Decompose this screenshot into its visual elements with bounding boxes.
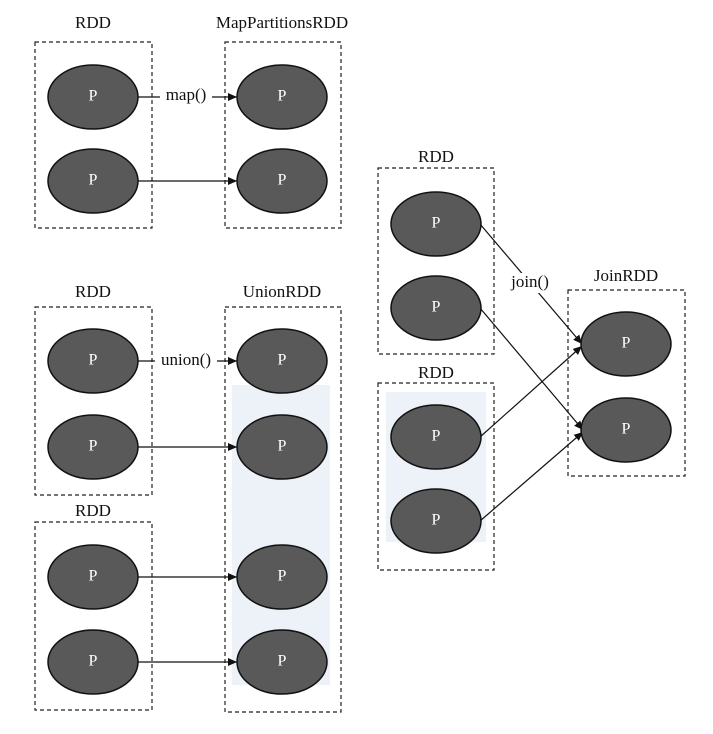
union-source2-partition-1-label: P (89, 568, 98, 585)
union-target-partition-4-label: P (278, 653, 287, 670)
map-source-partition-2 (47, 148, 139, 214)
map-source-partition-2-label: P (89, 172, 98, 189)
union-source1-title: RDD (75, 282, 111, 301)
union-target-partition-2-label: P (278, 438, 287, 455)
map-op-bg (160, 86, 212, 106)
join-operation-label: join() (510, 272, 549, 291)
join-source2-title: RDD (418, 363, 454, 382)
join-target-partition-1-label: P (622, 335, 631, 352)
join-source2-partition-2-label: P (432, 512, 441, 529)
map-source-title: RDD (75, 13, 111, 32)
map-target-partition-1 (236, 64, 328, 130)
union-source2-partition-1 (47, 544, 139, 610)
union-source1-partition-1-label: P (89, 352, 98, 369)
union-source2-partition-2 (47, 629, 139, 695)
map-target-title: MapPartitionsRDD (216, 13, 348, 32)
union-source2-rdd-box (34, 521, 153, 711)
map-target-partition-2-label: P (278, 172, 287, 189)
union-target-rdd-box (224, 306, 342, 713)
union-target-title: UnionRDD (243, 282, 321, 301)
join-edge-4 (479, 431, 584, 522)
union-source1-partition-1 (47, 328, 139, 394)
map-target-partition-2 (236, 148, 328, 214)
join-source1-partition-1-label: P (432, 215, 441, 232)
union-target-partition-1-label: P (278, 352, 287, 369)
map-source-rdd-box (34, 41, 153, 229)
join-source2-partition-1-label: P (432, 428, 441, 445)
map-target-rdd-box (224, 41, 342, 229)
join-target-partition-2 (580, 397, 672, 463)
union-source1-rdd-box (34, 306, 153, 496)
join-source1-partition-2-label: P (432, 299, 441, 316)
union-source2-partition-2-label: P (89, 653, 98, 670)
union-target-partition-3 (236, 544, 328, 610)
union-target-partition-1 (236, 328, 328, 394)
union-source1-partition-2-label: P (89, 438, 98, 455)
join-source1-title: RDD (418, 147, 454, 166)
join-source1-partition-2 (390, 275, 482, 341)
union-target-partition-3-label: P (278, 568, 287, 585)
map-source-partition-1 (47, 64, 139, 130)
join-edge-2 (479, 307, 584, 431)
join-op-bg (507, 273, 553, 293)
join-target-rdd-box (567, 289, 686, 477)
join-source1-rdd-box (377, 167, 495, 355)
join-source2-partition-1 (390, 404, 482, 470)
join-edge-3 (479, 345, 583, 438)
join-source2-partition-2 (390, 488, 482, 554)
map-operation-label: map() (166, 85, 207, 104)
map-source-partition-1-label: P (89, 88, 98, 105)
union-op-bg (155, 351, 217, 371)
union-target-partition-2 (236, 414, 328, 480)
join-target-title: JoinRDD (594, 266, 658, 285)
map-target-partition-1-label: P (278, 88, 287, 105)
join-source2-rdd-box (377, 382, 495, 571)
union-target-partition-4 (236, 629, 328, 695)
union-operation-label: union() (161, 350, 211, 369)
join-target-partition-1 (580, 311, 672, 377)
join-target-partition-2-label: P (622, 421, 631, 438)
union-source1-partition-2 (47, 414, 139, 480)
join-source1-partition-1 (390, 191, 482, 257)
union-source2-title: RDD (75, 501, 111, 520)
